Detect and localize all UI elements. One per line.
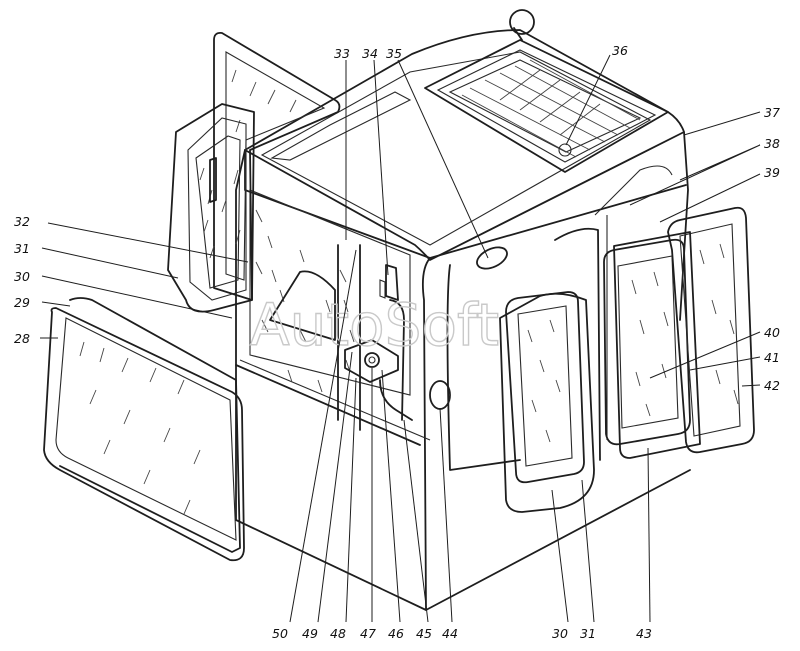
callout-32: 32 <box>14 214 30 229</box>
callout-49: 49 <box>302 626 318 641</box>
left-side-window <box>213 31 341 301</box>
callout-31-right: 31 <box>580 626 596 641</box>
callout-50: 50 <box>272 626 288 641</box>
central-bracket-assembly <box>344 264 413 421</box>
callout-46: 46 <box>388 626 404 641</box>
leader-lines <box>40 54 761 623</box>
roof-hatch-grille <box>424 9 669 173</box>
callout-42: 42 <box>764 378 780 393</box>
callout-43: 43 <box>636 626 652 641</box>
callout-48: 48 <box>330 626 346 641</box>
callout-41: 41 <box>764 350 780 365</box>
callout-labels: 28 29 30 31 32 33 34 35 36 37 38 39 40 4… <box>14 43 780 641</box>
callout-38: 38 <box>764 136 780 151</box>
callout-45: 45 <box>416 626 432 641</box>
callout-33: 33 <box>334 46 350 61</box>
callout-35: 35 <box>386 46 402 61</box>
callout-40: 40 <box>764 325 780 340</box>
callout-34: 34 <box>362 46 378 61</box>
callout-39: 39 <box>764 165 780 180</box>
left-door-window-frame <box>167 103 255 313</box>
callout-28: 28 <box>14 331 30 346</box>
cab-body <box>235 29 691 611</box>
callout-47: 47 <box>360 626 376 641</box>
callout-31: 31 <box>14 241 30 256</box>
front-glazing <box>255 209 355 393</box>
callout-30: 30 <box>14 269 30 284</box>
callout-30-right: 30 <box>552 626 568 641</box>
right-side-window-outer <box>613 206 755 459</box>
right-side-window-inner <box>603 238 691 446</box>
front-windshield-frame <box>59 297 241 553</box>
front-windshield-pane <box>43 307 245 562</box>
callout-36: 36 <box>612 43 628 58</box>
watermark-text: AutoSoft <box>250 291 499 359</box>
callout-44: 44 <box>442 626 458 641</box>
callout-37: 37 <box>764 105 780 120</box>
callout-29: 29 <box>14 295 30 310</box>
right-door-window <box>499 291 595 513</box>
